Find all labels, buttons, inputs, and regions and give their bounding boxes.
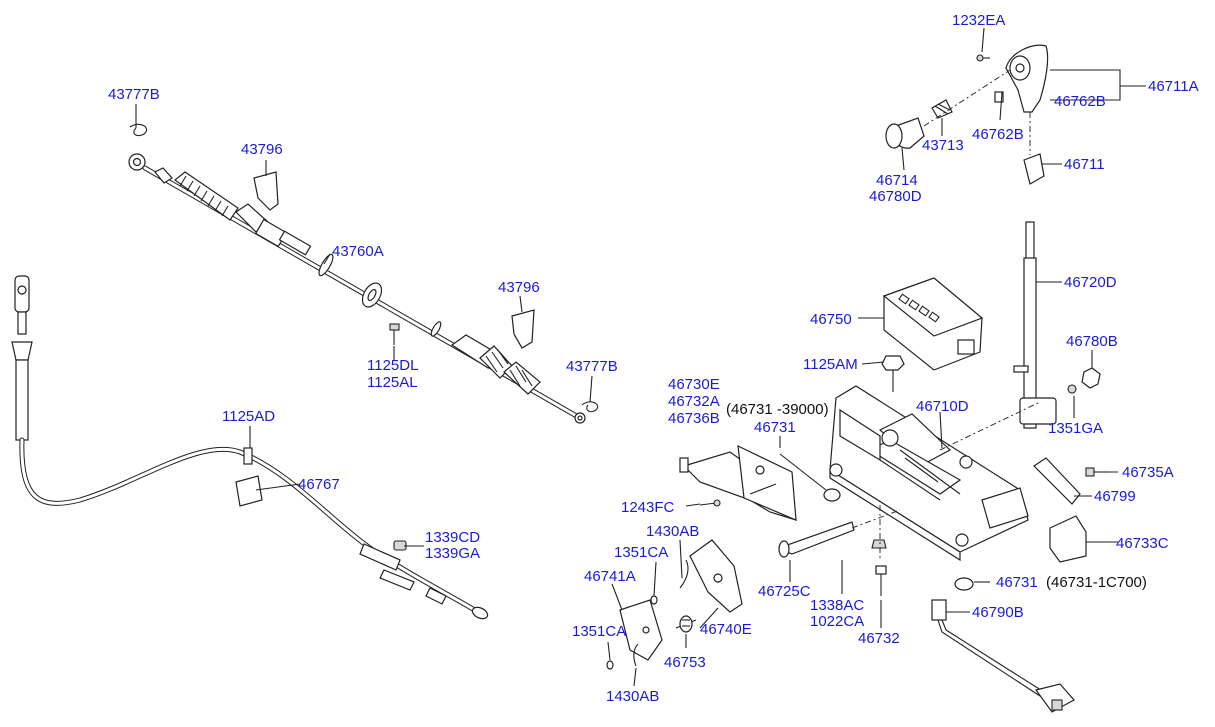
callout-46731-lower[interactable]: 46731 bbox=[996, 574, 1038, 591]
note-46731-1C700: (46731-1C700) bbox=[1046, 574, 1147, 591]
lever-parts-46740E bbox=[606, 539, 743, 670]
bracket-46730E bbox=[679, 355, 905, 521]
callout-46714[interactable]: 46714 bbox=[876, 172, 918, 189]
callout-46780D[interactable]: 46780D bbox=[869, 188, 922, 205]
callout-46711[interactable]: 46711 bbox=[1064, 156, 1105, 173]
callout-43777B-lower[interactable]: 43777B bbox=[566, 358, 618, 375]
callout-46732A[interactable]: 46732A bbox=[668, 393, 720, 410]
callout-1125DL[interactable]: 1125DL bbox=[367, 357, 419, 374]
shift-cable-43760A bbox=[128, 123, 599, 424]
callout-1243FC[interactable]: 1243FC bbox=[621, 499, 675, 516]
callout-46762B-lower[interactable]: 46762B bbox=[972, 126, 1024, 143]
callout-46735A[interactable]: 46735A bbox=[1122, 464, 1174, 481]
callout-46730E[interactable]: 46730E bbox=[668, 376, 720, 393]
callout-46741A[interactable]: 46741A bbox=[584, 568, 636, 585]
callout-46733C[interactable]: 46733C bbox=[1116, 535, 1169, 552]
callout-46731-upper[interactable]: 46731 bbox=[754, 419, 796, 436]
shift-knob-group bbox=[885, 44, 1101, 429]
callout-1339GA[interactable]: 1339GA bbox=[425, 545, 481, 562]
callout-46780B[interactable]: 46780B bbox=[1066, 333, 1118, 350]
callout-46753[interactable]: 46753 bbox=[664, 654, 706, 671]
callout-43796-upper[interactable]: 43796 bbox=[241, 141, 283, 158]
callout-1232EA[interactable]: 1232EA bbox=[952, 12, 1006, 29]
callout-1125AL[interactable]: 1125AL bbox=[367, 374, 418, 391]
callout-1338AC[interactable]: 1338AC bbox=[810, 597, 865, 614]
callout-1022CA[interactable]: 1022CA bbox=[810, 613, 865, 630]
callout-46799[interactable]: 46799 bbox=[1094, 488, 1136, 505]
callout-46750[interactable]: 46750 bbox=[810, 311, 852, 328]
note-46731-39000: (46731 -39000) bbox=[726, 401, 829, 418]
leader-lines bbox=[135, 27, 1146, 687]
callout-46732[interactable]: 46732 bbox=[858, 630, 900, 647]
callout-46767[interactable]: 46767 bbox=[298, 476, 340, 493]
callout-1430AB-lower[interactable]: 1430AB bbox=[606, 688, 660, 705]
callout-46736B[interactable]: 46736B bbox=[668, 410, 720, 427]
callout-43713[interactable]: 43713 bbox=[922, 137, 964, 154]
callout-1351CA-upper[interactable]: 1351CA bbox=[614, 544, 669, 561]
callout-46762B-upper[interactable]: 46762B bbox=[1054, 93, 1106, 110]
callout-46720D[interactable]: 46720D bbox=[1064, 274, 1117, 291]
callout-1125AM[interactable]: 1125AM bbox=[803, 356, 858, 373]
callout-1351CA-lower[interactable]: 1351CA bbox=[572, 623, 627, 640]
shift-cable-46767 bbox=[11, 275, 489, 620]
callout-46725C[interactable]: 46725C bbox=[758, 583, 811, 600]
callout-43796-lower[interactable]: 43796 bbox=[498, 279, 540, 296]
callout-1351GA[interactable]: 1351GA bbox=[1048, 420, 1104, 437]
indicator-46750 bbox=[882, 277, 984, 371]
callout-46711A[interactable]: 46711A bbox=[1148, 78, 1199, 95]
callout-43777B-upper[interactable]: 43777B bbox=[108, 86, 160, 103]
callout-1430AB-upper[interactable]: 1430AB bbox=[646, 523, 700, 540]
callout-1339CD[interactable]: 1339CD bbox=[425, 529, 481, 546]
callout-46740E[interactable]: 46740E bbox=[700, 621, 752, 638]
callout-46710D[interactable]: 46710D bbox=[916, 398, 969, 415]
callout-1125AD[interactable]: 1125AD bbox=[222, 408, 276, 425]
shifter-base-46710D bbox=[829, 385, 1041, 562]
fasteners bbox=[778, 457, 1108, 713]
callout-46790B[interactable]: 46790B bbox=[972, 604, 1024, 621]
callout-43760A[interactable]: 43760A bbox=[332, 243, 384, 260]
